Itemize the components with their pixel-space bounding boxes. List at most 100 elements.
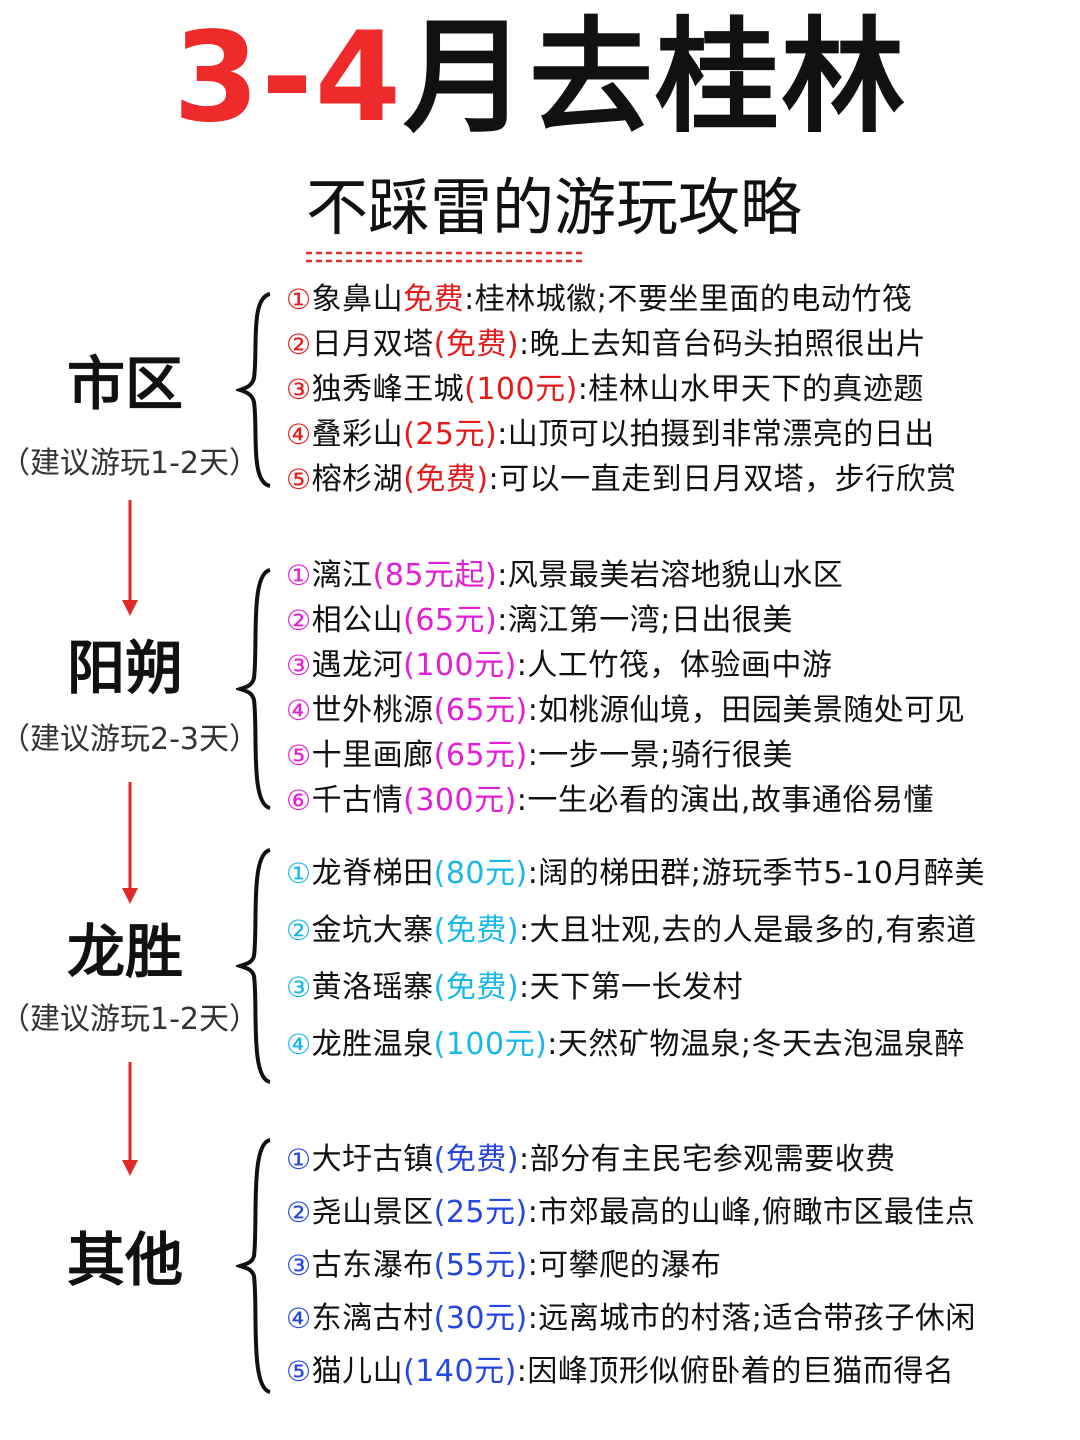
item-description: :市郊最高的山峰,俯瞰市区最佳点 — [527, 1195, 976, 1230]
place-name: 象鼻山 — [311, 282, 404, 317]
list-item: ①大圩古镇(免费):部分有主民宅参观需要收费 — [286, 1140, 896, 1180]
title-highlight: 3-4 — [172, 6, 403, 150]
item-description: :一生必看的演出,故事通俗易懂 — [516, 783, 934, 818]
item-number: ③ — [286, 649, 312, 682]
list-item: ⑥千古情(300元):一生必看的演出,故事通俗易懂 — [286, 781, 934, 821]
place-name: 大圩古镇 — [311, 1142, 434, 1177]
section-title: 市区 — [66, 350, 183, 418]
list-item: ③独秀峰王城(100元):桂林山水甲天下的真迹题 — [286, 370, 924, 410]
list-item: ①象鼻山免费:桂林城徽;不要坐里面的电动竹筏 — [286, 280, 912, 320]
item-description: :部分有主民宅参观需要收费 — [519, 1142, 896, 1177]
item-description: :山顶可以拍摄到非常漂亮的日出 — [497, 417, 935, 452]
place-name: 猫儿山 — [311, 1354, 404, 1389]
arrow-down-icon — [122, 500, 138, 616]
price-tag: (300元) — [403, 783, 517, 818]
place-name: 榕杉湖 — [311, 462, 404, 497]
list-item: ④叠彩山(25元):山顶可以拍摄到非常漂亮的日出 — [286, 415, 935, 455]
place-name: 东漓古村 — [311, 1301, 434, 1336]
list-item: ④龙胜温泉(100元):天然矿物温泉;冬天去泡温泉醉 — [286, 1025, 965, 1065]
place-name: 相公山 — [311, 603, 404, 638]
list-item: ②相公山(65元):漓江第一湾;日出很美 — [286, 601, 793, 641]
price-tag: (25元) — [433, 1195, 528, 1230]
item-description: :一步一景;骑行很美 — [527, 738, 793, 773]
item-number: ③ — [286, 373, 312, 406]
price-tag: (100元) — [403, 648, 517, 683]
list-item: ④东漓古村(30元):远离城市的村落;适合带孩子休闲 — [286, 1299, 976, 1339]
place-name: 千古情 — [311, 783, 404, 818]
item-description: :大且壮观,去的人是最多的,有索道 — [519, 913, 977, 948]
list-item: ③黄洛瑶寨(免费):天下第一长发村 — [286, 968, 743, 1008]
item-number: ④ — [286, 418, 312, 451]
list-item: ③遇龙河(100元):人工竹筏，体验画中游 — [286, 646, 832, 686]
item-number: ② — [286, 604, 312, 637]
place-name: 世外桃源 — [311, 693, 434, 728]
place-name: 龙脊梯田 — [311, 856, 434, 891]
price-tag: (65元) — [433, 738, 528, 773]
arrow-down-icon — [122, 1062, 138, 1176]
list-item: ⑤猫儿山(140元):因峰顶形似俯卧着的巨猫而得名 — [286, 1352, 954, 1392]
item-number: ⑤ — [286, 739, 312, 772]
price-tag: (65元) — [433, 693, 528, 728]
brace-icon — [236, 1138, 271, 1394]
place-name: 叠彩山 — [311, 417, 404, 452]
list-item: ②日月双塔(免费):晚上去知音台码头拍照很出片 — [286, 325, 926, 365]
item-number: ② — [286, 914, 312, 947]
section-note: （建议游玩1-2天） — [0, 1002, 259, 1037]
brace-icon — [236, 292, 271, 488]
item-description: :天然矿物温泉;冬天去泡温泉醉 — [547, 1027, 965, 1062]
price-tag: (25元) — [403, 417, 498, 452]
page-subtitle: 不踩雷的游玩攻略 — [306, 171, 803, 244]
item-description: :晚上去知音台码头拍照很出片 — [519, 327, 927, 362]
section-note: （建议游玩2-3天） — [0, 722, 259, 757]
list-item: ③古东瀑布(55元):可攀爬的瀑布 — [286, 1246, 721, 1286]
price-tag: (30元) — [433, 1301, 528, 1336]
item-number: ① — [286, 283, 312, 316]
place-name: 独秀峰王城 — [311, 372, 465, 407]
item-number: ② — [286, 1196, 312, 1229]
item-description: :远离城市的村落;适合带孩子休闲 — [527, 1301, 976, 1336]
section-title: 阳朔 — [66, 634, 183, 702]
list-item: ⑤十里画廊(65元):一步一景;骑行很美 — [286, 736, 793, 776]
price-tag: 免费 — [403, 282, 465, 317]
place-name: 十里画廊 — [311, 738, 434, 773]
price-tag: (免费) — [433, 327, 520, 362]
item-description: :风景最美岩溶地貌山水区 — [497, 558, 844, 593]
price-tag: (55元) — [433, 1248, 528, 1283]
item-number: ④ — [286, 1028, 312, 1061]
price-tag: (65元) — [403, 603, 498, 638]
price-tag: (100元) — [433, 1027, 548, 1062]
title-rest: 月去桂林 — [403, 6, 908, 150]
item-description: :桂林山水甲天下的真迹题 — [577, 372, 924, 407]
section-title: 其他 — [66, 1226, 183, 1294]
place-name: 日月双塔 — [311, 327, 434, 362]
item-number: ① — [286, 559, 312, 592]
item-number: ④ — [286, 1302, 312, 1335]
item-number: ③ — [286, 1249, 312, 1282]
brace-icon — [236, 848, 271, 1084]
item-description: :天下第一长发村 — [519, 970, 744, 1005]
place-name: 古东瀑布 — [311, 1248, 434, 1283]
list-item: ⑤榕杉湖(免费):可以一直走到日月双塔，步行欣赏 — [286, 460, 957, 500]
page-title: 3-4月去桂林 — [0, 8, 1080, 148]
place-name: 黄洛瑶寨 — [311, 970, 434, 1005]
price-tag: (80元) — [433, 856, 528, 891]
item-description: :人工竹筏，体验画中游 — [516, 648, 833, 683]
place-name: 金坑大寨 — [311, 913, 434, 948]
arrow-down-icon — [122, 782, 138, 904]
item-description: :因峰顶形似俯卧着的巨猫而得名 — [516, 1354, 955, 1389]
place-name: 漓江 — [311, 558, 373, 593]
item-number: ① — [286, 857, 312, 890]
item-number: ③ — [286, 971, 312, 1004]
list-item: ①漓江(85元起):风景最美岩溶地貌山水区 — [286, 556, 843, 596]
item-number: ⑤ — [286, 1355, 312, 1388]
brace-icon — [236, 568, 271, 810]
price-tag: (100元) — [464, 372, 578, 407]
item-number: ⑥ — [286, 784, 312, 817]
section-note: （建议游玩1-2天） — [0, 446, 259, 481]
item-number: ① — [286, 1143, 312, 1176]
item-number: ④ — [286, 694, 312, 727]
list-item: ②金坑大寨(免费):大且壮观,去的人是最多的,有索道 — [286, 911, 977, 951]
price-tag: (免费) — [433, 913, 520, 948]
item-description: :桂林城徽;不要坐里面的电动竹筏 — [464, 282, 913, 317]
place-name: 龙胜温泉 — [311, 1027, 434, 1062]
